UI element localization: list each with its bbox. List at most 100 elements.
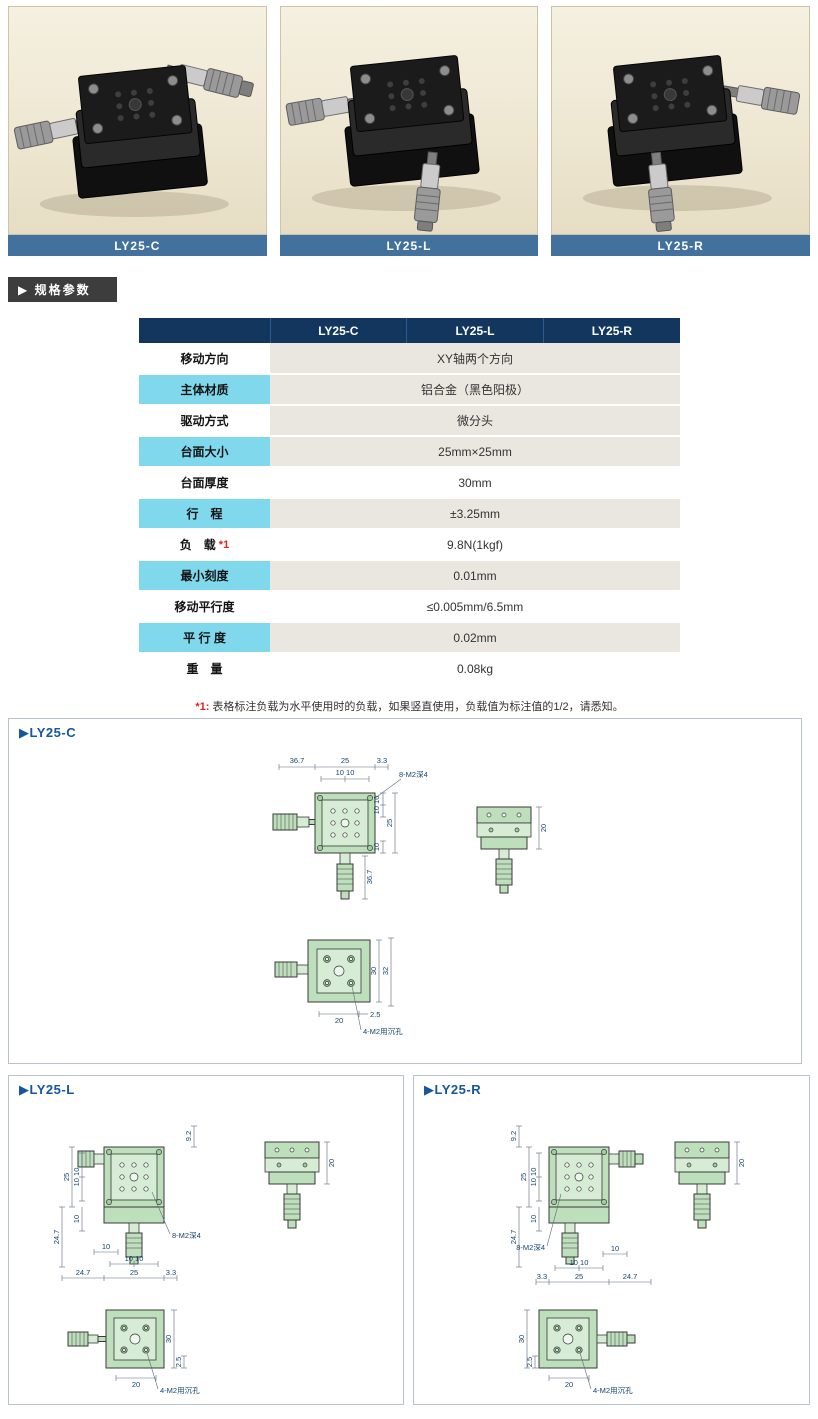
micrometer-right — [722, 85, 801, 115]
product-photos-row: LY25-C — [8, 6, 811, 256]
dim-label: 25 — [575, 1272, 583, 1281]
section-header-specs: ▶ 规格参数 — [8, 277, 117, 302]
ly25l-side-view-drawing: 20 — [264, 1141, 336, 1229]
xy-stage-photo-illustration — [583, 55, 801, 232]
dim-label: 10 10 — [336, 768, 355, 777]
dim-label: 2.5 — [525, 1357, 534, 1367]
dim-label: 9.2 — [184, 1131, 193, 1141]
drawing-title-ly25c: ▶LY25-C — [19, 725, 77, 740]
table-corner-cell — [139, 318, 271, 343]
product-card-ly25l: LY25-L — [279, 6, 539, 256]
micrometer-bottom-drawing — [336, 852, 354, 900]
dim-label: 24.7 — [509, 1230, 518, 1245]
row-label: 负 载*1 — [139, 529, 270, 561]
hole-annotation: 8-M2深4 — [516, 1243, 545, 1252]
drawing-section-ly25c: ▶LY25-C 36.7 25 3.3 10 10 8-M2深4 — [8, 718, 802, 1064]
product-label-ly25l: LY25-L — [279, 235, 539, 256]
dim-label: 20 — [132, 1380, 140, 1389]
hole-annotation: 4-M2用沉孔 — [160, 1386, 200, 1395]
footnote-marker: *1 — [218, 539, 230, 551]
dim-label: 36.7 — [365, 870, 374, 885]
row-label: 移动方向 — [139, 343, 270, 375]
micrometer-bottom-drawing — [561, 1222, 579, 1265]
dim-label: 10 10 — [372, 796, 381, 815]
row-label: 最小刻度 — [139, 560, 270, 592]
row-value: 30mm — [270, 467, 680, 499]
column-header-ly25l: LY25-L — [406, 318, 544, 343]
micrometer-right-drawing — [608, 1150, 644, 1168]
stage-body — [607, 55, 743, 187]
product-card-ly25c: LY25-C — [8, 6, 267, 256]
dim-label: 36.7 — [290, 756, 305, 765]
dim-label: 20 — [737, 1159, 746, 1167]
product-label-ly25r: LY25-R — [551, 235, 811, 256]
stage-side-view — [674, 1141, 730, 1185]
ly25l-front-view-drawing: 9.2 — [52, 1125, 201, 1281]
product-photo-ly25c — [8, 6, 267, 235]
stage-bottom-view — [105, 1309, 165, 1369]
product-label-ly25c: LY25-C — [8, 235, 267, 256]
table-header-row: LY25-C LY25-L LY25-R — [139, 318, 680, 343]
stage-side-view — [476, 806, 532, 850]
dim-label: 2.5 — [370, 1010, 380, 1019]
row-label: 平 行 度 — [139, 622, 270, 654]
micrometer-left-drawing — [67, 1331, 107, 1347]
row-value: 0.01mm — [270, 560, 680, 592]
dim-label: 20 — [327, 1159, 336, 1167]
row-label: 主体材质 — [139, 374, 270, 406]
stage-front-view — [103, 1146, 165, 1224]
micrometer-bottom — [648, 151, 676, 232]
dim-label: 3.3 — [377, 756, 387, 765]
dim-label: 10 — [611, 1244, 619, 1253]
xy-stage-photo-illustration — [13, 64, 254, 218]
table-row: 行 程±3.25mm — [139, 498, 680, 530]
drawing-title-ly25r: ▶LY25-R — [424, 1082, 482, 1097]
ly25r-front-view-drawing: 9.2 — [509, 1125, 652, 1285]
ly25c-side-view-drawing: 20 — [476, 806, 548, 894]
stage-front-view — [314, 792, 376, 854]
hole-annotation: 4-M2用沉孔 — [593, 1386, 633, 1395]
ly25l-bottom-view-drawing: 30 2.5 20 4-M2用沉孔 — [67, 1309, 200, 1395]
dim-label: 10 — [372, 843, 381, 851]
row-value: 0.08kg — [270, 653, 680, 685]
micrometer-bottom-drawing — [495, 848, 513, 894]
dim-label: 25 — [130, 1268, 138, 1277]
dim-label: 30 — [517, 1335, 526, 1343]
hole-annotation: 8-M2深4 — [399, 770, 428, 779]
row-label: 行 程 — [139, 498, 270, 530]
table-row: 驱动方式微分头 — [139, 405, 680, 437]
micrometer-bottom-drawing — [283, 1183, 301, 1229]
dim-label: 10 10 — [570, 1258, 589, 1267]
row-value: 0.02mm — [270, 622, 680, 654]
row-label: 台面厚度 — [139, 467, 270, 499]
row-value: 铝合金（黑色阳极） — [270, 374, 680, 406]
micrometer-right-drawing — [596, 1331, 636, 1347]
row-value: 9.8N(1kgf) — [270, 529, 680, 561]
column-header-ly25r: LY25-R — [543, 318, 680, 343]
stage-front-view — [548, 1146, 610, 1224]
dim-label: 2.5 — [174, 1357, 183, 1367]
stage-side-view — [264, 1141, 320, 1185]
row-value: ±3.25mm — [270, 498, 680, 530]
drawing-section-ly25r: ▶LY25-R 9.2 — [413, 1075, 810, 1405]
ly25c-front-view-drawing: 36.7 25 3.3 10 10 8-M2深4 — [272, 756, 428, 900]
dim-label: 30 — [164, 1335, 173, 1343]
dim-label: 32 — [381, 967, 390, 975]
row-label: 重 量 — [139, 653, 270, 685]
row-value: XY轴两个方向 — [270, 343, 680, 375]
dim-label: 10 — [529, 1215, 538, 1223]
dim-label: 25 — [519, 1173, 528, 1181]
dim-label: 20 — [335, 1016, 343, 1025]
micrometer-left-drawing — [274, 961, 309, 978]
row-label-text: 负 载 — [179, 538, 216, 552]
stage-bottom-view — [538, 1309, 598, 1369]
dim-label: 10 10 — [125, 1254, 144, 1263]
footnote-marker: *1: — [195, 701, 210, 713]
table-row: 主体材质铝合金（黑色阳极） — [139, 374, 680, 406]
hole-annotation: 8-M2深4 — [172, 1231, 201, 1240]
